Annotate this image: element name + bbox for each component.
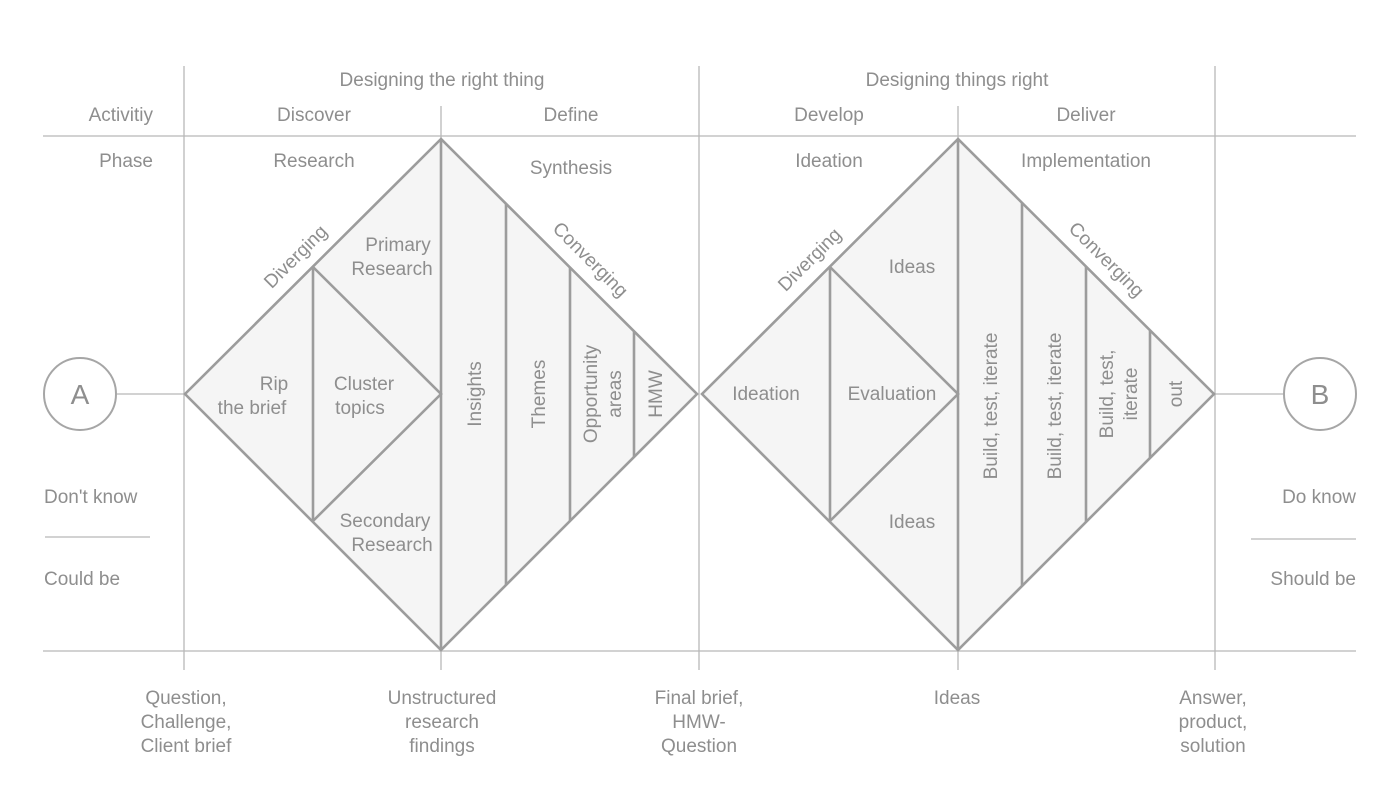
milestone-2-line-2: research — [405, 712, 479, 733]
phase-synthesis: Synthesis — [530, 158, 612, 179]
label-themes: Themes — [529, 360, 550, 429]
phase-label: Phase — [99, 151, 153, 172]
label-opportunity: Opportunity — [581, 344, 602, 443]
activity-define: Define — [544, 105, 599, 126]
activity-discover: Discover — [277, 105, 352, 126]
label-do-know: Do know — [1282, 487, 1356, 508]
label-cluster: Cluster — [334, 374, 395, 395]
phase-group-left: Designing the right thing — [340, 70, 545, 91]
label-ideas-top: Ideas — [889, 257, 935, 278]
circle-a — [43, 357, 117, 431]
milestone-5-line-2: product, — [1179, 712, 1248, 733]
label-areas: areas — [605, 370, 626, 418]
label-insights: Insights — [465, 361, 486, 426]
label-topics: topics — [335, 398, 385, 419]
milestone-1-line-2: Challenge, — [141, 712, 232, 733]
label-evaluation: Evaluation — [848, 384, 937, 405]
label-build-3b: iterate — [1121, 368, 1142, 421]
phase-group-right: Designing things right — [866, 70, 1049, 91]
phase-ideation: Ideation — [795, 151, 863, 172]
milestone-5-line-1: Answer, — [1179, 688, 1247, 709]
milestone-4-line-1: Ideas — [934, 688, 980, 709]
label-primary: Primary — [365, 235, 431, 256]
milestone-3-line-1: Final brief, — [655, 688, 744, 709]
label-primary-research: Research — [351, 259, 432, 280]
label-a: A — [71, 379, 90, 410]
label-dont-know: Don't know — [44, 487, 138, 508]
label-ideas-bottom: Ideas — [889, 512, 935, 533]
diamond-discover-define: Diverging Converging Rip the brief Clust… — [183, 137, 699, 652]
phase-research: Research — [273, 151, 354, 172]
milestone-1-line-3: Client brief — [141, 736, 233, 757]
label-b: B — [1311, 379, 1330, 410]
label-rip: Rip — [260, 374, 289, 395]
circle-b — [1283, 357, 1357, 431]
label-the-brief: the brief — [218, 398, 287, 419]
milestone-3-line-2: HMW- — [672, 712, 725, 733]
endpoint-b: B — [1283, 357, 1357, 431]
endpoint-a: A — [43, 357, 117, 431]
footer: Question, Challenge, Client brief Unstru… — [141, 688, 1248, 757]
label-should-be: Should be — [1270, 569, 1356, 590]
milestone-5-line-3: solution — [1180, 736, 1246, 757]
activity-develop: Develop — [794, 105, 864, 126]
milestone-2-line-1: Unstructured — [388, 688, 497, 709]
label-hmw: HMW — [646, 370, 667, 418]
label-secondary-research: Research — [351, 535, 432, 556]
milestone-2-line-3: findings — [409, 736, 475, 757]
label-could-be: Could be — [44, 569, 120, 590]
label-build-2: Build, test, iterate — [1045, 333, 1066, 480]
label-ideation: Ideation — [732, 384, 800, 405]
diamond-develop-deliver: Diverging Converging Ideation Evaluation… — [700, 137, 1216, 652]
header: Designing the right thing Designing thin… — [89, 70, 1151, 179]
milestone-3-line-3: Question — [661, 736, 737, 757]
label-secondary: Secondary — [340, 511, 431, 532]
label-build-1: Build, test, iterate — [981, 333, 1002, 480]
label-build-3a: Build, test, — [1097, 350, 1118, 439]
activity-deliver: Deliver — [1056, 105, 1116, 126]
grid-lines — [43, 66, 1356, 670]
activity-label: Activitiy — [89, 105, 154, 126]
milestone-1-line-1: Question, — [145, 688, 226, 709]
label-out: out — [1166, 380, 1187, 407]
phase-implementation: Implementation — [1021, 151, 1151, 172]
